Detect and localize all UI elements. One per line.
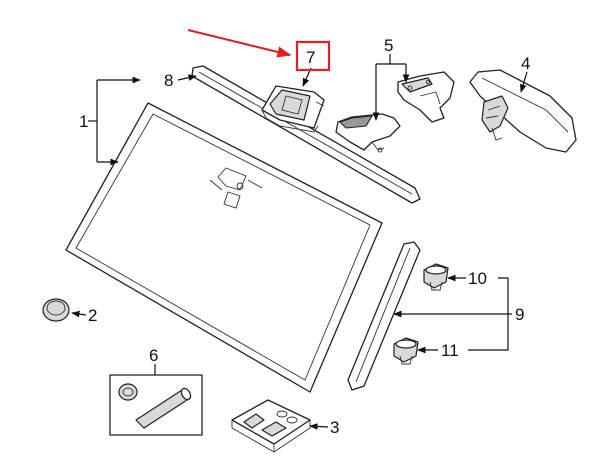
adhesive-kit xyxy=(109,374,203,436)
highlight-box xyxy=(295,40,331,72)
plug-2 xyxy=(42,298,70,322)
windshield-glass xyxy=(65,102,383,393)
mirror-cover-upper xyxy=(397,71,455,123)
callout-11: 11 xyxy=(441,341,459,360)
clip-10 xyxy=(423,263,449,291)
callout-9: 9 xyxy=(515,305,524,324)
callout-7: 7 xyxy=(306,48,315,67)
primer-kit xyxy=(231,399,311,453)
callout-3: 3 xyxy=(330,418,339,437)
rain-sensor xyxy=(261,85,325,133)
callout-4: 4 xyxy=(521,54,530,73)
callout-labels: 1 8 7 5 4 2 6 3 10 9 11 xyxy=(79,36,530,437)
callout-5: 5 xyxy=(384,36,393,55)
pillar-molding xyxy=(347,241,421,391)
callout-10: 10 xyxy=(468,269,487,288)
callout-2: 2 xyxy=(88,306,97,325)
callout-1: 1 xyxy=(79,112,88,131)
rearview-mirror xyxy=(469,69,577,153)
callout-8: 8 xyxy=(164,71,173,90)
clip-11 xyxy=(393,337,419,365)
leader-lines xyxy=(71,54,528,430)
highlight-arrow xyxy=(187,29,292,58)
callout-6: 6 xyxy=(149,346,158,365)
mirror-cover-lower xyxy=(335,113,401,153)
